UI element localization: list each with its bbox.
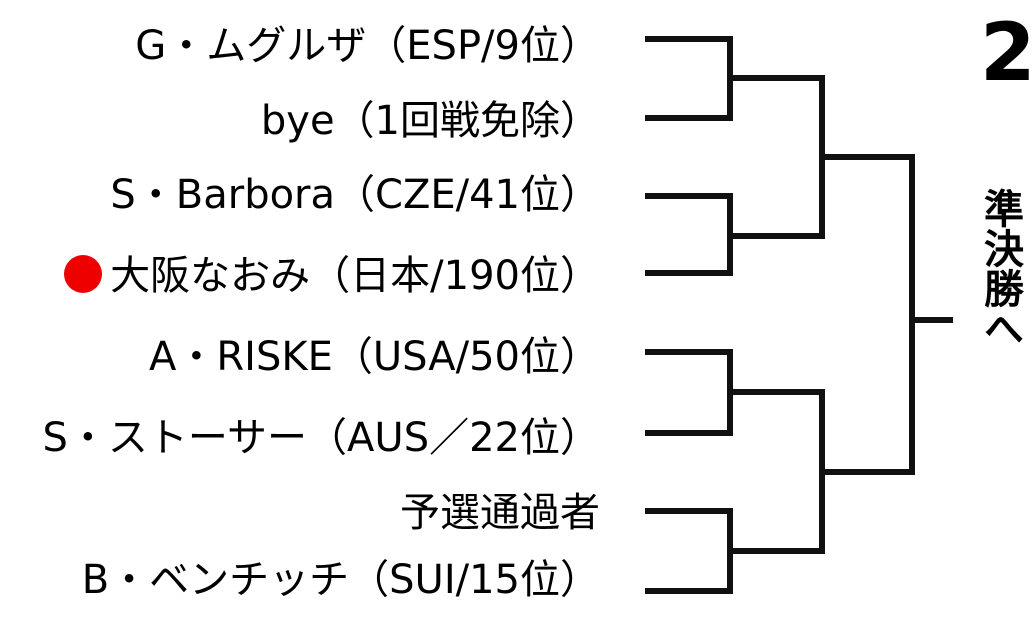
entry-3: S・Barbora（CZE/41位） — [110, 171, 600, 219]
entry-6: S・ストーサー（AUS／22位） — [42, 414, 600, 462]
entry-3-label: S・Barbora（CZE/41位） — [110, 172, 600, 218]
entry-6-label: S・ストーサー（AUS／22位） — [42, 415, 600, 461]
entry-5: A・RISKE（USA/50位） — [149, 333, 600, 381]
entry-4: 大阪なおみ（日本/190位） — [64, 252, 600, 300]
entry-8: B・ベンチッチ（SUI/15位） — [82, 556, 600, 604]
entry-5-label: A・RISKE（USA/50位） — [149, 334, 600, 380]
entry-8-label: B・ベンチッチ（SUI/15位） — [81, 557, 600, 603]
match-1-bracket — [645, 36, 733, 121]
entry-1: G・ムグルザ（ESP/9位） — [135, 22, 600, 70]
entry-1-label: G・ムグルザ（ESP/9位） — [135, 23, 600, 69]
highlight-dot-icon — [64, 255, 103, 293]
entry-2: bye（1回戦免除） — [261, 97, 600, 145]
entry-7: 予選通過者 — [400, 489, 600, 537]
match-3-bracket — [645, 349, 733, 436]
entry-7-label: 予選通過者 — [400, 490, 600, 536]
match-2-bracket — [645, 193, 733, 276]
match-4-bracket — [645, 508, 733, 594]
section-number: 2 — [980, 6, 1036, 99]
entry-2-label: bye（1回戦免除） — [260, 98, 600, 144]
entry-4-label: 大阪なおみ（日本/190位） — [110, 253, 600, 299]
semifinal-destination-label: 準決勝へ — [977, 188, 1023, 348]
